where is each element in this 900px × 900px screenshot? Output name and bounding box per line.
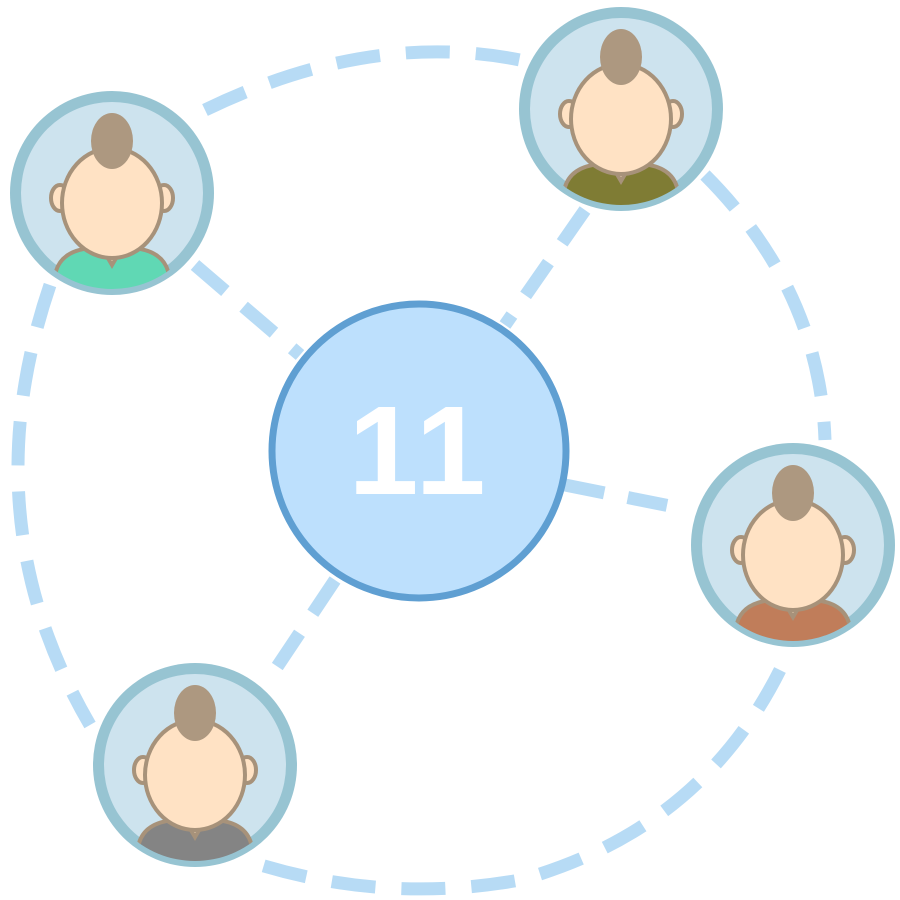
hair — [772, 465, 814, 521]
avatar-top-right — [519, 7, 723, 211]
orbit-arc-bottom-right — [242, 667, 786, 896]
spoke-top-left — [190, 260, 305, 360]
hub-count-label: 11 — [348, 380, 490, 521]
hair — [91, 113, 133, 169]
orbit-arc-left — [11, 282, 96, 729]
spoke-bottom-left — [259, 576, 341, 689]
spoke-connectors — [190, 206, 692, 689]
avatar-top-left — [10, 91, 214, 295]
orbit-arc-top — [202, 45, 522, 116]
spoke-top-right — [499, 206, 591, 329]
spoke-right — [563, 478, 692, 517]
avatar-right — [691, 443, 895, 647]
outer-connector-ring — [11, 45, 832, 896]
hub-circle — [268, 300, 570, 602]
hair — [600, 29, 642, 85]
avatar-bottom-left — [93, 663, 297, 867]
hair — [174, 685, 216, 741]
orbit-arc-right — [700, 170, 832, 441]
